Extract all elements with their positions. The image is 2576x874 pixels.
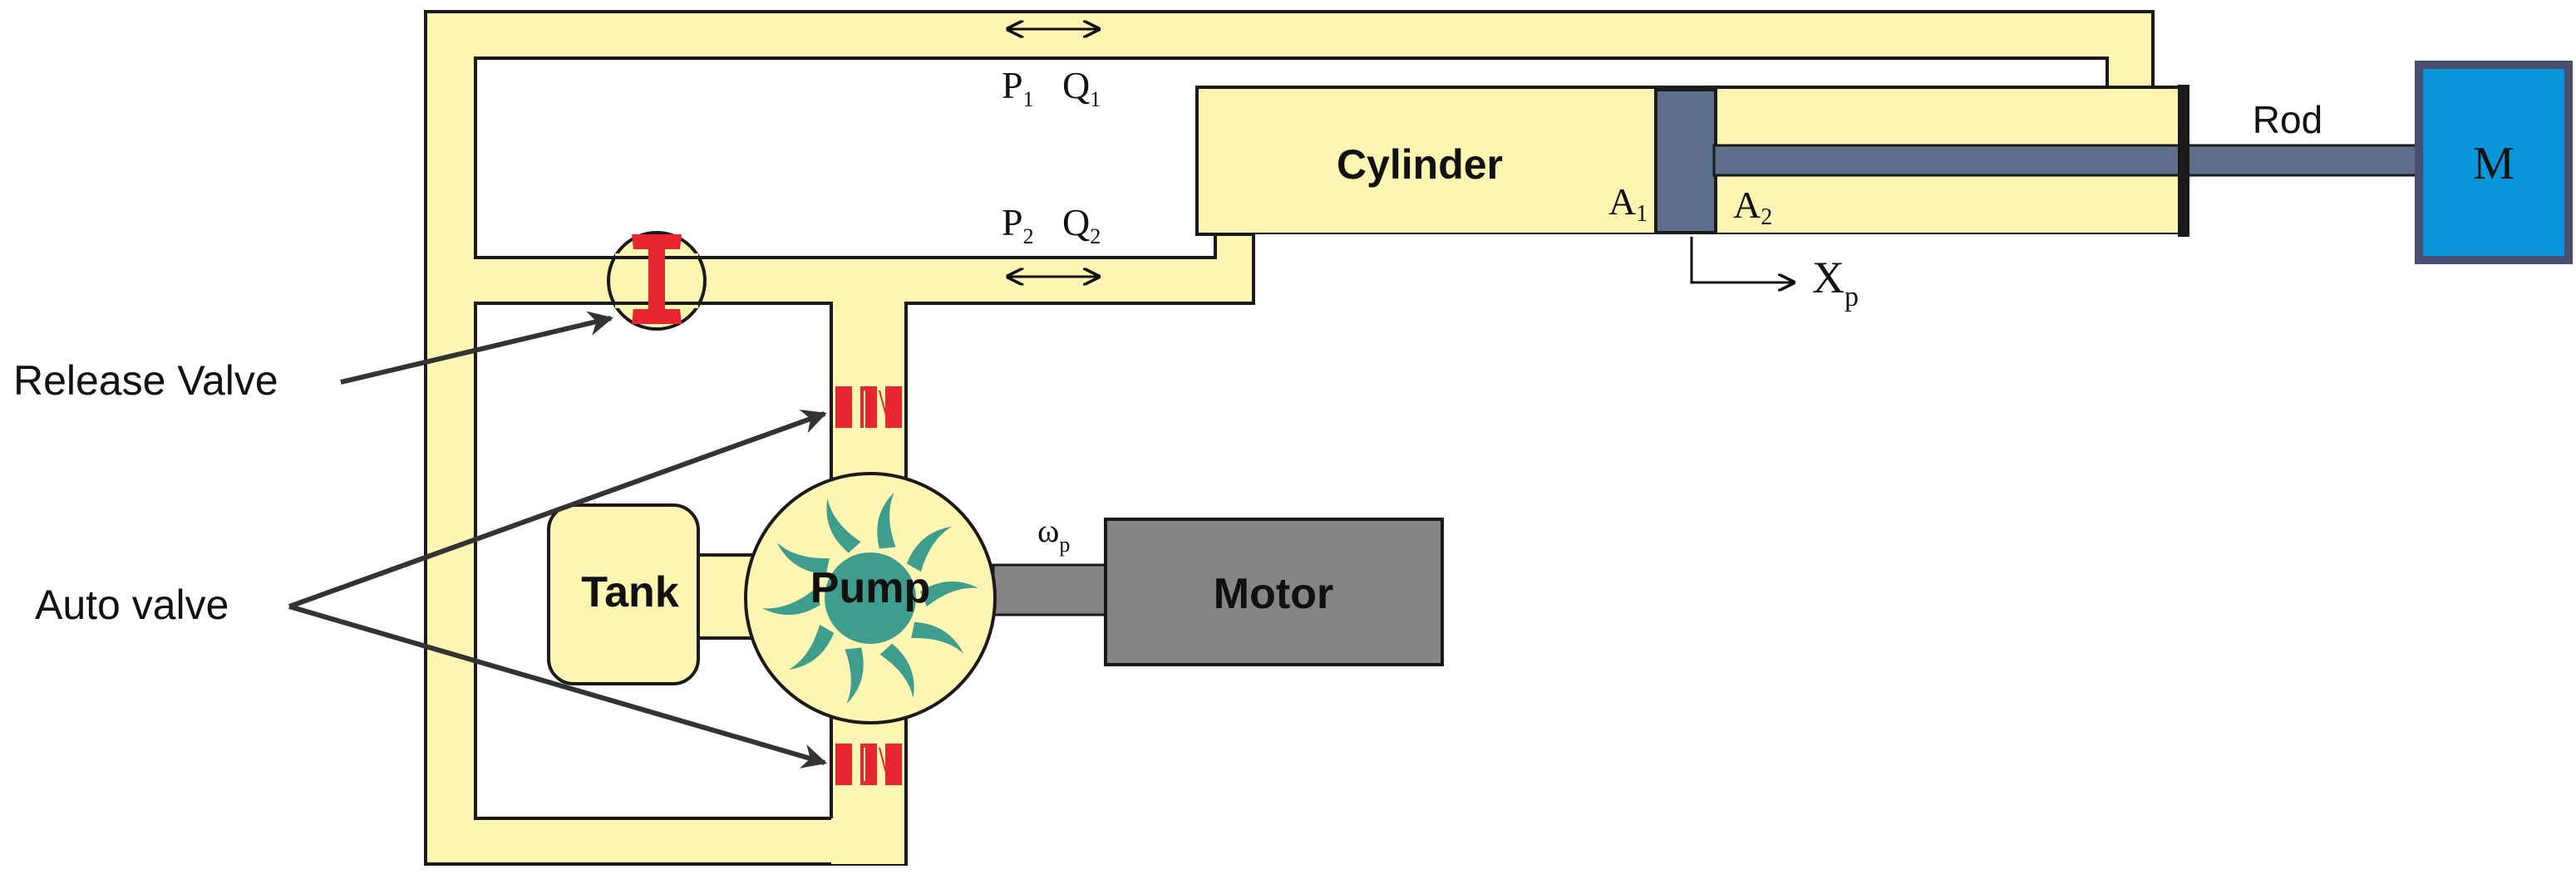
tank: Tank — [547, 503, 700, 685]
a2-label: A2 — [1733, 184, 1772, 230]
rod — [1712, 144, 2426, 177]
omega-label: ωp — [1037, 512, 1070, 557]
cylinder-end-seal — [2178, 85, 2189, 237]
pump-blade — [788, 624, 835, 670]
auto-valve-callout: Auto valve — [35, 410, 827, 768]
hydraulic-circuit — [424, 10, 2189, 866]
pump-blade — [762, 590, 820, 616]
pump-blade — [911, 621, 964, 654]
pump-blade — [879, 643, 914, 698]
cylinder-label: Cylinder — [1337, 141, 1503, 188]
rod-label: Rod — [2253, 98, 2322, 141]
pipe-cylinder-to-pump — [906, 258, 1254, 303]
tank-label: Tank — [581, 568, 679, 616]
pump-blade — [920, 581, 978, 606]
pump-blade — [776, 543, 830, 575]
motor: Motor — [1104, 518, 1444, 666]
auto-valve-label: Auto valve — [35, 582, 229, 628]
pump-blade — [877, 492, 896, 549]
release-valve-callout: Release Valve — [13, 311, 613, 404]
piston-assembly: Cylinder Rod — [1337, 85, 2426, 237]
pump: Pump — [744, 472, 997, 724]
pump-blade — [845, 647, 864, 705]
pump-label: Pump — [810, 564, 930, 612]
gap-under-cylinder — [1254, 234, 2189, 303]
pump-blade — [826, 498, 861, 553]
mass-label: M — [2473, 138, 2514, 189]
p2-label: P2 — [1002, 201, 1034, 248]
motor-label: Motor — [1214, 570, 1333, 618]
flow-indicator-bottom: P2 Q2 — [1002, 201, 1101, 277]
pump-shaft-housing — [992, 563, 1111, 616]
displacement-indicator: Xp — [1690, 237, 1859, 312]
q2-label: Q2 — [1062, 201, 1101, 248]
pump-rotor — [825, 552, 916, 644]
auto-valve-bottom — [835, 744, 902, 786]
q1-label: Q1 — [1062, 64, 1101, 111]
p1-label: P1 — [1002, 64, 1034, 111]
auto-valve-top — [835, 386, 902, 432]
piston-head — [1654, 88, 1717, 234]
xp-label: Xp — [1812, 253, 1859, 312]
flow-indicator-top: P1 Q1 — [1002, 29, 1101, 111]
release-valve-label: Release Valve — [13, 357, 278, 404]
a1-label: A1 — [1608, 180, 1648, 227]
pump-blade — [906, 526, 953, 572]
pump-blades — [762, 492, 978, 705]
release-valve — [582, 231, 731, 331]
mass: M — [2415, 61, 2573, 264]
